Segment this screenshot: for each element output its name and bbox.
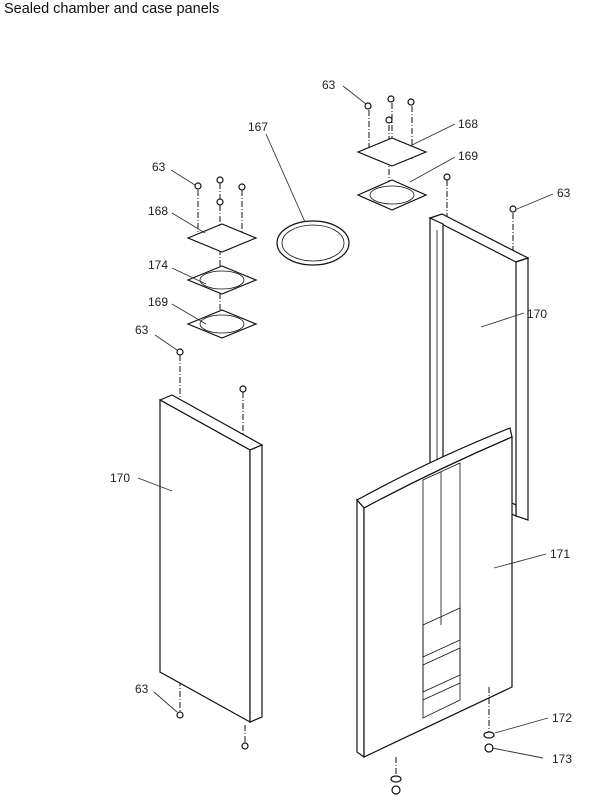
callout-170: 170 bbox=[527, 307, 547, 321]
front-panel-171 bbox=[356, 427, 513, 795]
screws-top-right bbox=[364, 95, 517, 213]
callout-167: 167 bbox=[248, 120, 268, 134]
callout-169: 169 bbox=[148, 295, 168, 309]
callout-63: 63 bbox=[152, 160, 166, 174]
callout-174: 174 bbox=[148, 258, 168, 272]
side-panel-170 bbox=[158, 348, 264, 750]
left-gasket-stack bbox=[186, 176, 258, 339]
callout-168: 168 bbox=[458, 117, 478, 131]
callout-63: 63 bbox=[135, 323, 149, 337]
callout-63: 63 bbox=[135, 682, 149, 696]
callout-172: 172 bbox=[552, 711, 572, 725]
callout-171: 171 bbox=[550, 547, 570, 561]
leader-lines bbox=[137, 85, 554, 759]
ring-167 bbox=[276, 220, 350, 266]
callout-173: 173 bbox=[552, 752, 572, 766]
callout-63: 63 bbox=[322, 78, 336, 92]
callout-170: 170 bbox=[110, 471, 130, 485]
diagram-title: Sealed chamber and case panels bbox=[4, 1, 220, 17]
callout-63: 63 bbox=[557, 186, 571, 200]
callout-168: 168 bbox=[148, 204, 168, 218]
callout-169: 169 bbox=[458, 149, 478, 163]
